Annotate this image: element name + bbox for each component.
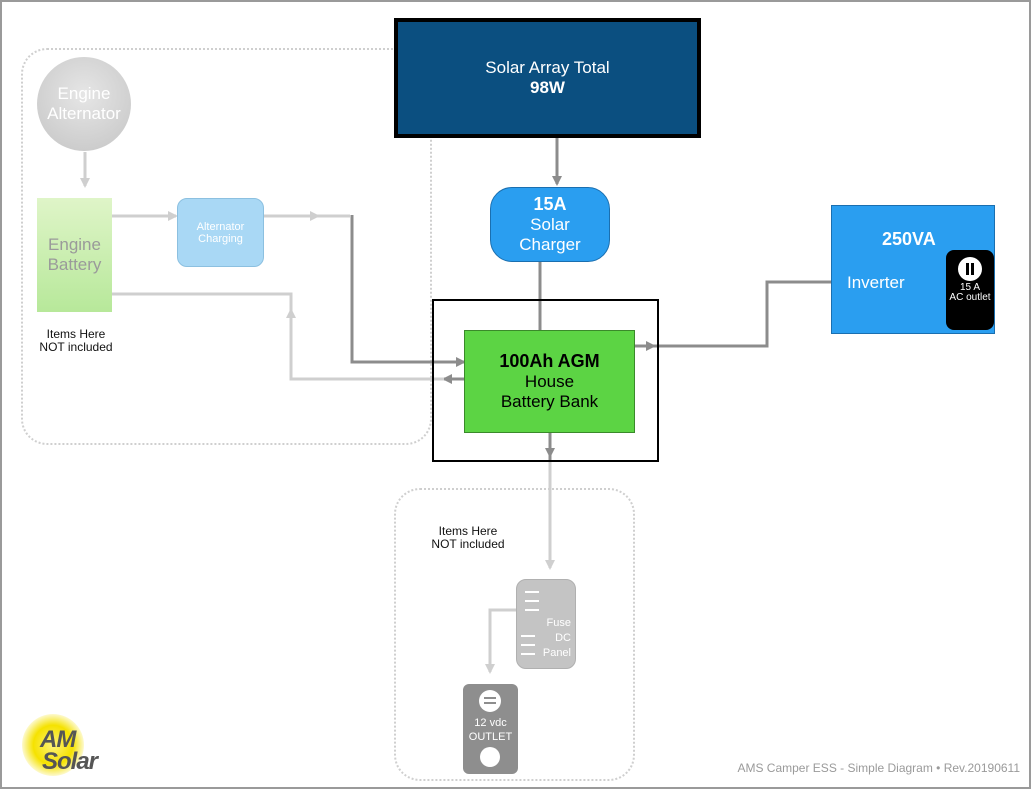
solar-array-watts: 98W [530, 78, 565, 97]
house-battery-box: 100Ah AGM House Battery Bank [464, 330, 635, 433]
fuse-panel-label-3: Panel [542, 647, 571, 659]
note-bottom-line-2: NOT included [431, 537, 505, 551]
wire-engine-battery-return [112, 292, 444, 381]
wire-alternator-to-battery [350, 215, 466, 367]
battery-bank-frame [432, 299, 659, 462]
alternator-label-1: Engine [57, 84, 111, 103]
dc-outlet: 12 vdc OUTLET [463, 684, 518, 774]
dc-plug-icon [479, 690, 501, 712]
fuse-panel-label-1: Fuse [546, 617, 571, 629]
sun-icon [22, 714, 84, 776]
charger-label-1: Solar [530, 215, 570, 234]
alt-charging-label-2: Charging [198, 232, 243, 245]
inverter-rating: 250VA [882, 229, 936, 249]
note-bottom-line-1: Items Here [438, 524, 498, 538]
wire-fuse-to-outlet [485, 608, 516, 674]
engine-alternator: Engine Alternator [37, 57, 131, 151]
wire-battery-to-inverter [634, 280, 831, 348]
dc-outlet-label-2: OUTLET [468, 731, 513, 743]
charger-amps: 15A [533, 194, 567, 214]
note-left-line-1: Items Here [46, 327, 106, 341]
inverter-label: Inverter [847, 273, 905, 292]
diagram-caption: AMS Camper ESS - Simple Diagram • Rev.20… [737, 761, 1020, 775]
charger-label-2: Charger [519, 235, 581, 254]
alternator-charging-box: Alternator Charging [177, 198, 264, 267]
inverter-box: 250VA Inverter 15 A AC outlet [831, 205, 995, 334]
am-solar-logo: AM Solar [20, 712, 108, 780]
battery-label-1: House [524, 372, 575, 391]
solar-array-box: Solar Array Total 98W [394, 18, 701, 138]
alternator-label-2: Alternator [47, 104, 121, 123]
not-included-region-bottom [394, 488, 635, 781]
outlet-type: AC outlet [949, 292, 991, 303]
dc-outlet-label-1: 12 vdc [474, 717, 507, 729]
fuse-dc-panel: Fuse DC Panel [516, 579, 576, 669]
ac-plug-icon [958, 257, 982, 281]
logo-solar: Solar [42, 748, 98, 775]
battery-label-2: Battery Bank [500, 392, 599, 411]
fuse-panel-label-2: DC [555, 632, 571, 644]
solar-array-title: Solar Array Total [485, 58, 610, 77]
engine-battery: Engine Battery [37, 198, 112, 312]
engine-battery-label-2: Battery [47, 255, 102, 274]
ac-outlet: 15 A AC outlet [946, 250, 994, 330]
outlet-amps: 15 A [959, 282, 981, 293]
solar-charger-box: 15A Solar Charger [490, 187, 610, 262]
logo-am: AM [40, 726, 76, 753]
alt-charging-label-1: Alternator [196, 220, 245, 233]
battery-capacity: 100Ah AGM [499, 351, 600, 371]
not-included-note-bottom: Items Here NOT included [422, 525, 514, 551]
dc-socket-icon [480, 747, 500, 767]
engine-battery-label-1: Engine [48, 235, 101, 254]
note-left-line-2: NOT included [39, 340, 113, 354]
not-included-note-left: Items Here NOT included [30, 328, 122, 354]
not-included-region-left [21, 48, 432, 445]
